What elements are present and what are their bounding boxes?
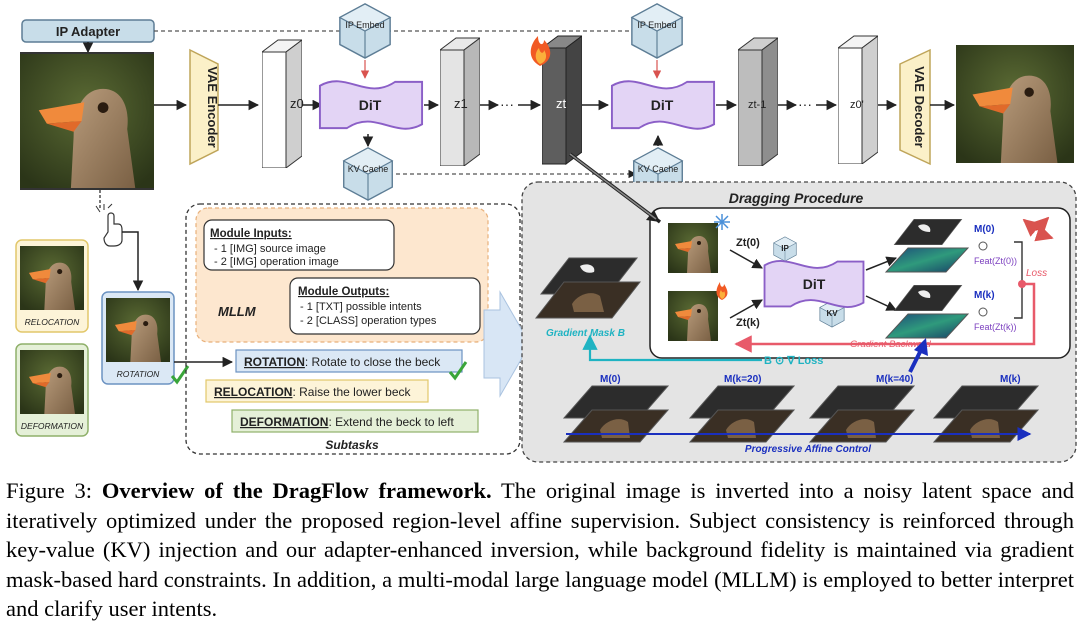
vae-encoder-shape bbox=[189, 48, 219, 166]
m-seq-label-0: M(0) bbox=[600, 374, 621, 385]
subtask-rotation-box bbox=[235, 349, 463, 373]
relocation-thumbnail bbox=[20, 246, 84, 310]
ip-small-label: IP bbox=[781, 244, 789, 253]
module-input-2: - 2 [IMG] operation image bbox=[214, 256, 339, 268]
caption-title: Overview of the DragFlow framework. bbox=[101, 478, 492, 503]
gradient-mask-label: Gradient Mask B bbox=[546, 328, 625, 339]
ip-adapter-label: IP Adapter bbox=[56, 24, 120, 39]
dragflow-diagram: IP Adapter VAE Encoder z0 IP Embed DiT K… bbox=[15, 3, 1077, 463]
loss-label: Loss bbox=[1026, 268, 1047, 279]
b-label: B ⊙ ∇ Loss bbox=[764, 355, 823, 367]
hand-pointer-icon bbox=[95, 203, 123, 247]
dots-2: ··· bbox=[798, 96, 812, 112]
module-input-1: - 1 [IMG] source image bbox=[214, 243, 326, 255]
subtasks-title: Subtasks bbox=[325, 438, 379, 452]
mask-layer-bottom bbox=[534, 281, 642, 319]
module-output-1: - 1 [TXT] possible intents bbox=[300, 301, 422, 313]
module-outputs-box bbox=[289, 277, 481, 335]
featk-label: Feat(Zt(k)) bbox=[974, 322, 1017, 332]
relocation-tag: RELOCATION bbox=[25, 317, 80, 327]
kv-cache-label-1: KV Cache bbox=[348, 164, 389, 174]
z1-label: z1 bbox=[454, 96, 468, 111]
odot-bottom bbox=[978, 307, 988, 317]
fire-icon bbox=[530, 36, 551, 66]
gradient-backward-label: Gradient Backward bbox=[850, 339, 932, 350]
rotation-thumbnail bbox=[106, 298, 170, 362]
fire-icon-small bbox=[716, 282, 728, 300]
subtask-deformation-box bbox=[231, 409, 479, 433]
mllm-outer-box bbox=[185, 203, 521, 455]
source-latent-image bbox=[668, 223, 718, 273]
subtask-rotation-desc: : Rotate to close the beck bbox=[305, 355, 441, 369]
mllm-label: MLLM bbox=[218, 304, 257, 319]
figure-caption: Figure 3: Overview of the DragFlow frame… bbox=[6, 476, 1074, 624]
operation-latent-image bbox=[668, 291, 718, 341]
module-output-2: - 2 [CLASS] operation types bbox=[300, 315, 437, 327]
feat0-label: Feat(Zt(0)) bbox=[974, 256, 1017, 266]
check-icon-2 bbox=[448, 361, 468, 381]
subtask-relocation: RELOCATION: Raise the lower beck bbox=[214, 385, 412, 399]
z0-label: z0 bbox=[290, 96, 304, 111]
pointer-arrow bbox=[914, 338, 928, 356]
dragging-procedure-title: Dragging Procedure bbox=[729, 190, 864, 206]
dit-label-inner: DiT bbox=[803, 276, 826, 292]
check-icon bbox=[170, 365, 190, 385]
deformation-thumbnail bbox=[20, 350, 84, 414]
kv-cache-label-2: KV Cache bbox=[638, 164, 679, 174]
m-seq-label-1: M(k=20) bbox=[724, 374, 762, 385]
output-goose-image bbox=[956, 45, 1074, 163]
big-flow-arrow bbox=[483, 290, 531, 398]
rotation-tag: ROTATION bbox=[117, 369, 161, 379]
m0-label: M(0) bbox=[974, 224, 995, 235]
dots-1: ··· bbox=[500, 96, 514, 112]
mk-label: M(k) bbox=[974, 290, 995, 301]
vae-decoder-label: VAE Decoder bbox=[912, 66, 927, 147]
feature-map-top bbox=[884, 247, 970, 273]
feature-map-bottom bbox=[884, 313, 970, 339]
subtask-relocation-box bbox=[205, 379, 429, 403]
module-outputs-title: Module Outputs: bbox=[298, 286, 389, 298]
module-inputs-box bbox=[203, 219, 395, 271]
dit-label-2: DiT bbox=[651, 97, 674, 113]
subtask-relocation-name: RELOCATION bbox=[214, 385, 292, 399]
ip-embed-label-2: IP Embed bbox=[637, 20, 676, 30]
subtask-rotation: ROTATION: Rotate to close the beck bbox=[244, 355, 441, 369]
input-goose-image bbox=[20, 54, 154, 188]
subtask-deformation: DEFORMATION: Extend the beck to left bbox=[240, 415, 455, 429]
progressive-label: Progressive Affine Control bbox=[745, 444, 871, 455]
zt0-label: Zt(0) bbox=[736, 237, 760, 249]
dit-label-1: DiT bbox=[359, 97, 382, 113]
odot-top bbox=[978, 241, 988, 251]
m-seq-label-2: M(k=40) bbox=[876, 374, 914, 385]
subtask-relocation-desc: : Raise the lower beck bbox=[292, 385, 411, 399]
z0-prime-label: z0' bbox=[850, 99, 864, 111]
module-inputs-title: Module Inputs: bbox=[210, 228, 292, 240]
zt-label: zt bbox=[556, 96, 567, 111]
zt-1-label: zt-1 bbox=[748, 99, 766, 111]
deformation-tag: DEFORMATION bbox=[21, 421, 84, 431]
kv-small-label: KV bbox=[826, 309, 838, 318]
caption-prefix: Figure 3: bbox=[6, 478, 102, 503]
subtask-deformation-name: DEFORMATION bbox=[240, 415, 328, 429]
ip-embed-cube-2 bbox=[631, 3, 683, 59]
ip-embed-cube-1 bbox=[339, 3, 391, 59]
vae-decoder-shape bbox=[899, 48, 931, 166]
vae-encoder-label: VAE Encoder bbox=[205, 66, 220, 147]
ztk-label: Zt(k) bbox=[736, 317, 760, 329]
ip-embed-label-1: IP Embed bbox=[345, 20, 384, 30]
affine-arrows-icon bbox=[1022, 216, 1054, 242]
subtask-deformation-desc: : Extend the beck to left bbox=[328, 415, 454, 429]
m-seq-label-3: M(k) bbox=[1000, 374, 1021, 385]
caption-body: The original image is inverted into a no… bbox=[6, 478, 1075, 621]
snowflake-icon bbox=[714, 214, 730, 230]
subtask-rotation-name: ROTATION bbox=[244, 355, 305, 369]
kv-cache-cube-1 bbox=[343, 147, 393, 201]
